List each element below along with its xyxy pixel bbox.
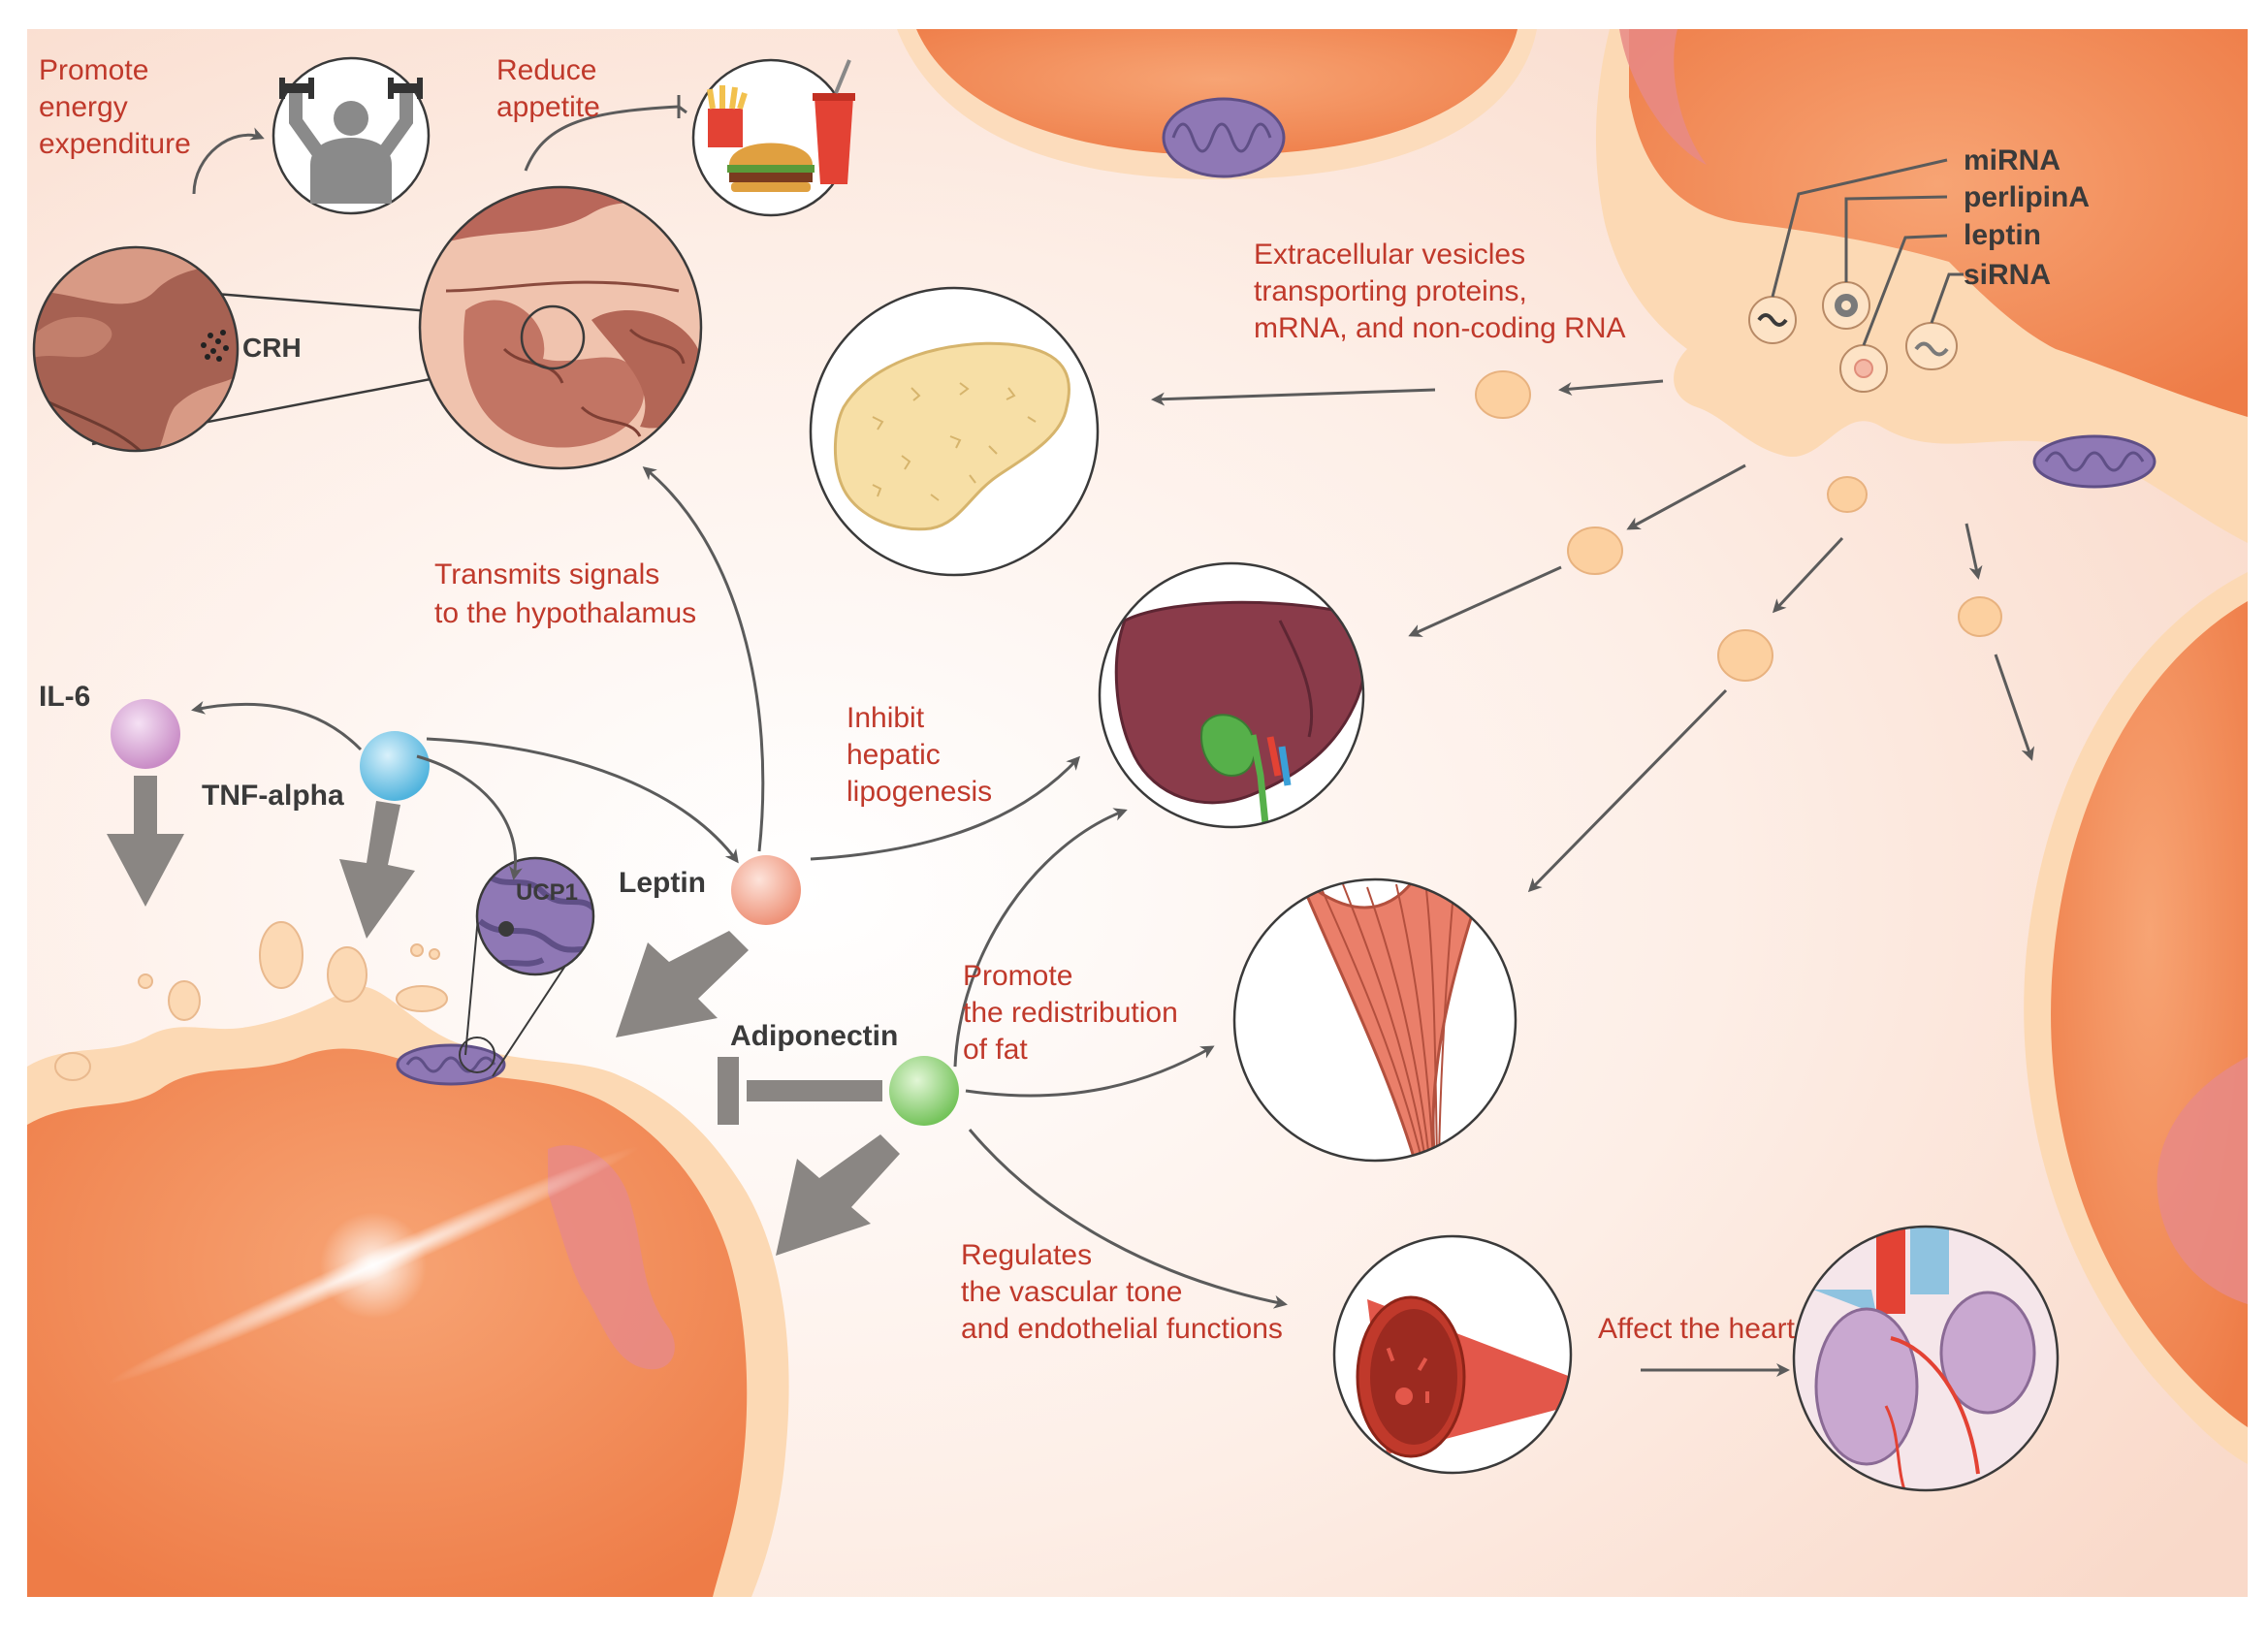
svg-text:Promote: Promote: [39, 54, 148, 86]
label-tnf-alpha: TNF-alpha: [202, 780, 344, 812]
il6-sphere: [111, 699, 180, 769]
crh-label: CRH: [242, 333, 302, 363]
hypothalamus-circle: [418, 185, 703, 470]
label-transmits-signals: Transmits signals to the hypothalamus: [434, 558, 696, 629]
svg-text:appetite: appetite: [496, 91, 600, 123]
junk-food-icon: [691, 58, 855, 217]
adipocyte-top-center: [897, 29, 1537, 179]
sirna-icon: [1914, 341, 1949, 357]
label-redistribution: Promote the redistribution of fat: [963, 960, 1178, 1066]
adiponectin-sphere: [889, 1056, 959, 1126]
svg-text:Transmits signals: Transmits signals: [434, 558, 659, 590]
svg-text:Promote: Promote: [963, 960, 1072, 992]
svg-text:transporting proteins,: transporting proteins,: [1254, 275, 1527, 307]
big-grey-arrows: [107, 776, 900, 1256]
svg-text:the redistribution: the redistribution: [963, 997, 1178, 1029]
svg-text:expenditure: expenditure: [39, 128, 191, 160]
heart-circle: [1792, 1225, 2060, 1492]
svg-text:Reduce: Reduce: [496, 54, 596, 86]
label-adiponectin: Adiponectin: [730, 1020, 898, 1052]
hypothalamus-zoom-marker: [520, 304, 586, 370]
label-il6: IL-6: [39, 681, 90, 713]
liver-circle: [1098, 561, 1365, 829]
svg-text:Extracellular vesicles: Extracellular vesicles: [1254, 239, 1525, 271]
adipocyte-right: [2024, 572, 2248, 1464]
ev-cargo-legend: miRNA perlipinA leptin siRNA: [1964, 144, 2090, 291]
leptin-icon: [1854, 359, 1873, 378]
svg-text:Inhibit: Inhibit: [847, 702, 925, 734]
adiponectin-inhibition: [718, 1057, 882, 1125]
svg-text:of fat: of fat: [963, 1034, 1028, 1066]
mirna-icon: [1757, 313, 1788, 327]
legend-sirna: siRNA: [1964, 259, 2051, 291]
label-affect-heart: Affect the heart: [1598, 1313, 1796, 1345]
crh-zoom-circle: CRH: [32, 245, 302, 453]
ucp1-zoom: UCP1: [459, 856, 595, 1077]
svg-text:hepatic: hepatic: [847, 739, 941, 771]
label-extracellular-vesicles: Extracellular vesicles transporting prot…: [1254, 239, 1626, 344]
signaling-arrows: [191, 95, 2035, 1377]
svg-text:to the hypothalamus: to the hypothalamus: [434, 597, 696, 629]
svg-text:Regulates: Regulates: [961, 1239, 1092, 1271]
legend-mirna: miRNA: [1964, 144, 2060, 176]
legend-perlipina: perlipinA: [1964, 181, 2090, 213]
svg-text:the vascular tone: the vascular tone: [961, 1276, 1182, 1308]
legend-leptin: leptin: [1964, 219, 2041, 251]
light-flare: [107, 1146, 640, 1385]
muscle-circle: [1232, 877, 1517, 1163]
extracellular-vesicles: [1475, 370, 2002, 682]
label-vascular: Regulates the vascular tone and endothel…: [961, 1239, 1283, 1345]
leptin-sphere: [731, 855, 801, 925]
label-promote-energy: Promote energy expenditure: [39, 54, 191, 160]
svg-text:energy: energy: [39, 91, 128, 123]
adipocyte-top-right: [1595, 29, 2248, 543]
svg-text:lipogenesis: lipogenesis: [847, 776, 992, 808]
pancreas-circle: [809, 286, 1100, 577]
ucp1-label: UCP1: [516, 879, 578, 906]
label-leptin: Leptin: [619, 867, 706, 899]
svg-text:mRNA, and non-coding RNA: mRNA, and non-coding RNA: [1254, 312, 1626, 344]
exercise-icon: [272, 56, 431, 215]
tnf-alpha-sphere: [360, 731, 430, 801]
label-reduce-appetite: Reduce appetite: [496, 54, 600, 123]
svg-text:and endothelial functions: and endothelial functions: [961, 1313, 1283, 1345]
label-inhibit-lipogenesis: Inhibit hepatic lipogenesis: [847, 702, 992, 808]
ev-cargo-icons: [1748, 158, 1964, 393]
crh-dots: [201, 330, 229, 362]
blood-vessel-circle: [1332, 1234, 1573, 1475]
